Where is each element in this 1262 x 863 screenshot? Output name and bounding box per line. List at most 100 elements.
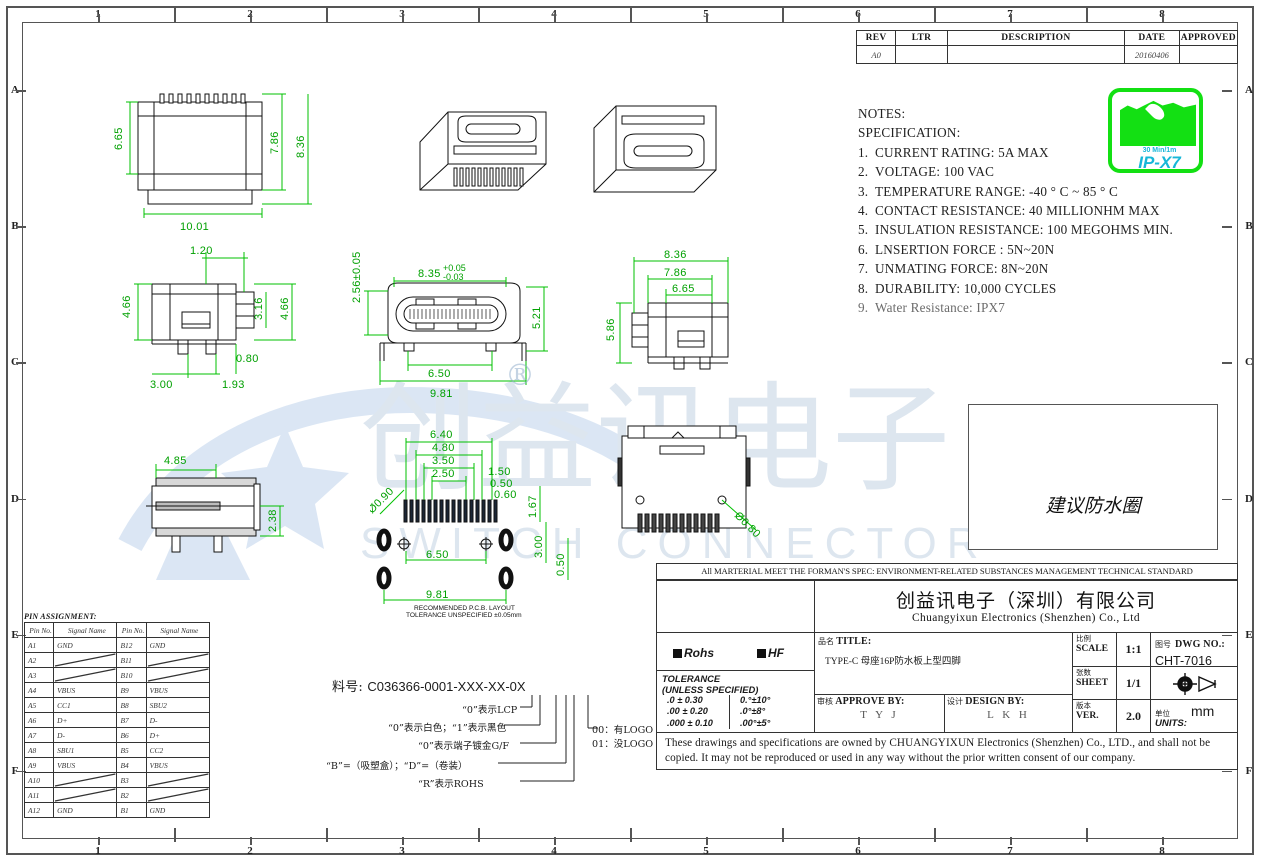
- zone-number: 1: [95, 845, 101, 857]
- pin-signal-b: [145, 772, 211, 788]
- zone-tick: [16, 634, 26, 637]
- zone-letter: D: [1245, 492, 1253, 505]
- rev-header-date: DATE: [1123, 30, 1180, 46]
- pin-header-no-a: Pin No.: [23, 622, 55, 638]
- units-label-en: UNITS:: [1155, 718, 1187, 729]
- part-number-legend: 料号: C036366-0001-XXX-XX-0X “0”表示LCP “0”表…: [288, 676, 668, 790]
- note-item: 5.INSULATION RESISTANCE: 100 MEGOHMS MIN…: [858, 220, 1238, 239]
- product-title-value: TYPE-C 母座16P防水板上型四脚: [825, 657, 961, 667]
- note-item: 3.TEMPERATURE RANGE: -40 ° C ~ 85 ° C: [858, 182, 1238, 201]
- zone-tick: [1162, 14, 1164, 22]
- pin-signal-b: [145, 652, 211, 668]
- rohs-badge: Rohs: [673, 644, 714, 662]
- version-label-cell: 版本 VER.: [1073, 700, 1117, 733]
- units-label-cn: 单位: [1155, 709, 1170, 718]
- pin-signal-b: D+: [145, 727, 211, 743]
- dim-label: 0.50: [490, 478, 513, 490]
- pin-signal-a: VBUS: [53, 757, 118, 773]
- pin-signal-a: VBUS: [53, 682, 118, 698]
- note-item: 2.VOLTAGE: 100 VAC: [858, 162, 1238, 181]
- note-number: 8.: [858, 280, 869, 296]
- approve-value: T Y J: [860, 709, 899, 721]
- empty-cell-slash-icon: [147, 668, 209, 682]
- pin-no-a: A8: [23, 742, 55, 758]
- pin-assignment-block: PIN ASSIGNMENT: Pin No. Signal Name Pin …: [23, 612, 211, 818]
- zone-tick: [16, 226, 26, 228]
- dim-label: 8.36: [295, 135, 307, 158]
- design-label: 设计 DESIGN BY:: [947, 696, 1025, 707]
- zone-letter: A: [11, 84, 19, 97]
- company-row: 创益讯电子（深圳）有限公司 Chuangyixun Electronics (S…: [657, 581, 1237, 633]
- ipx7-duration-label: 30 Min/1m: [1142, 147, 1177, 154]
- sheet-label-cell: 张数 SHEET: [1073, 667, 1117, 700]
- pin-signal-b: D-: [145, 712, 211, 728]
- pin-signal-b: VBUS: [145, 682, 211, 698]
- note-text: Water Resistance: IPX7: [875, 300, 1006, 316]
- zone-divider: [478, 8, 480, 22]
- tolerance-row: .000 ± 0.10.00°±5°: [657, 717, 814, 730]
- pin-no-a: A10: [23, 772, 55, 788]
- dim-label: 8.36: [664, 249, 687, 261]
- empty-cell-slash-icon: [147, 773, 209, 787]
- part-number-row: 料号: C036366-0001-XXX-XX-0X: [288, 676, 668, 695]
- pin-no-b: B6: [116, 727, 147, 743]
- zone-letter: C: [1245, 356, 1253, 369]
- pin-signal-a: GND: [53, 637, 118, 653]
- note-number: 6.: [858, 241, 869, 257]
- empty-cell-slash-icon: [147, 788, 209, 802]
- zone-divider: [1086, 8, 1088, 22]
- zone-tick: [706, 837, 708, 845]
- zone-tick: [1222, 770, 1232, 773]
- material-spec-note: All MARTERIAL MEET THE FORMAN'S SPEC: EN…: [656, 563, 1238, 580]
- dim-label: 1.20: [190, 245, 213, 257]
- ipx7-waterproof-icon: 30 Min/1m IP-X7: [1108, 88, 1203, 173]
- pin-no-b: B8: [116, 697, 147, 713]
- dim-label: 6.65: [672, 283, 695, 295]
- rev-header-rev: REV: [855, 30, 897, 46]
- zone-letter: C: [11, 356, 19, 369]
- zone-letter: B: [11, 220, 19, 233]
- tolerance-linear: .000 ± 0.10: [667, 717, 713, 728]
- zone-tick: [1222, 226, 1232, 228]
- top-view-drawing: 6.65 7.86 8.36 10.01: [113, 93, 312, 233]
- waterproof-ring-label: 建议防水圈: [1045, 495, 1141, 517]
- pin-no-a: A2: [23, 652, 55, 668]
- pin-no-a: A9: [23, 757, 55, 773]
- pin-no-a: A7: [23, 727, 55, 743]
- dim-label: 2.38: [267, 509, 279, 532]
- company-name-cn: 创益讯电子（深圳）有限公司: [895, 590, 1156, 612]
- dim-label: 3.50: [432, 455, 455, 467]
- dim-label: 3.00: [533, 535, 545, 558]
- tolerance-linear: .00 ± 0.20: [667, 706, 708, 717]
- pin-no-b: B9: [116, 682, 147, 698]
- dim-label: 6.50: [428, 368, 451, 380]
- tolerance-angular: 0.°±10°: [729, 695, 770, 707]
- zone-tick: [1222, 90, 1232, 92]
- zone-tick: [554, 14, 556, 22]
- pin-signal-a: [53, 667, 118, 683]
- pin-header-sig-a: Signal Name: [53, 622, 118, 638]
- note-item: 9.Water Resistance: IPX7: [858, 298, 1238, 317]
- dim-label: 4.66: [121, 295, 133, 318]
- dwg-label: 图号 DWG NO.:: [1155, 639, 1225, 650]
- side-view-drawing: 4.66 3.16 4.66 1.20 0.80 3.00 1.93: [121, 245, 296, 391]
- rev-cell-description: [946, 45, 1125, 64]
- dim-label: 4.80: [432, 442, 455, 454]
- zone-number: 4: [551, 845, 557, 857]
- zone-letter: A: [1245, 84, 1253, 97]
- dim-label: 1.50: [488, 466, 511, 478]
- pin-signal-a: [53, 652, 118, 668]
- company-name-en: Chuangyixun Electronics (Shenzhen) Co., …: [912, 612, 1140, 624]
- rev-header-ltr: LTR: [895, 30, 948, 46]
- pin-assignment-table: Pin No. Signal Name Pin No. Signal Name …: [23, 622, 211, 818]
- empty-cell-slash-icon: [147, 653, 209, 667]
- zone-letter: E: [11, 628, 19, 641]
- zone-divider: [934, 8, 936, 22]
